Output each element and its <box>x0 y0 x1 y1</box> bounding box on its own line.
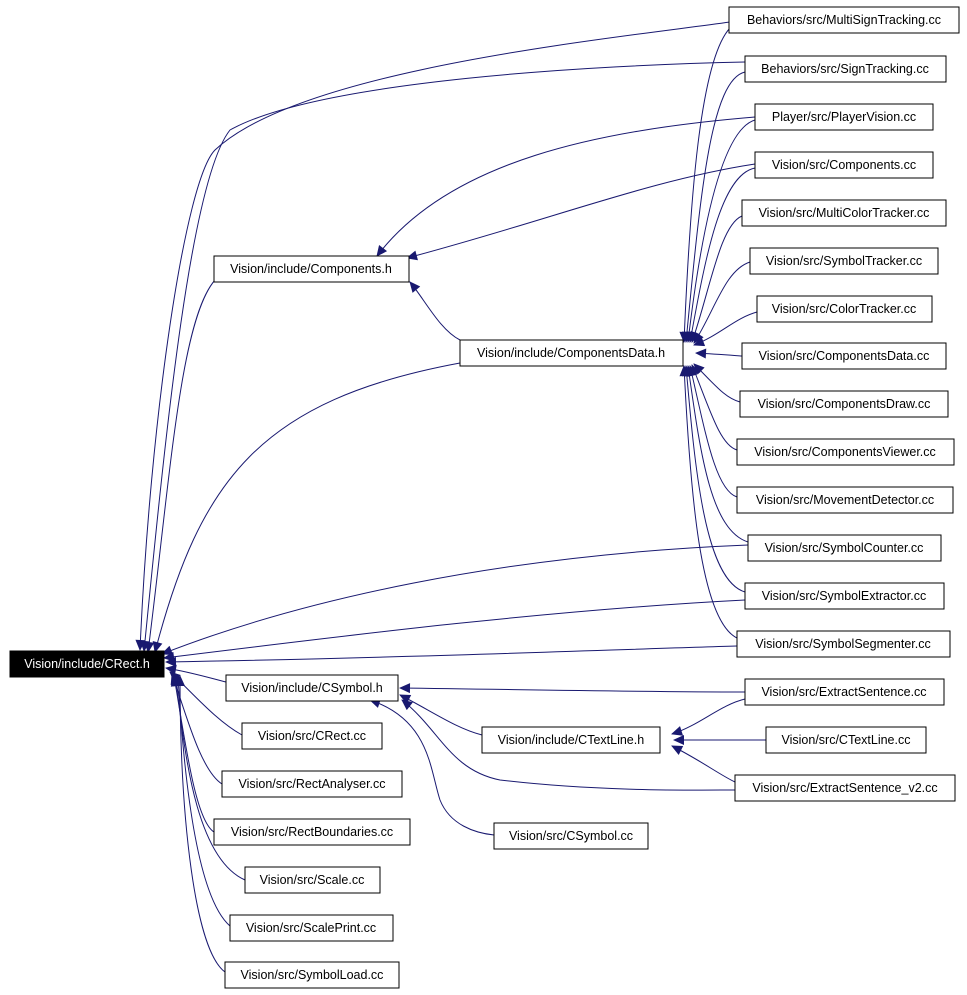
edge-multisigntracking-to-componentsdata-h <box>679 27 731 343</box>
node-componentsviewer[interactable]: Vision/src/ComponentsViewer.cc <box>736 438 955 466</box>
svg-text:Player/src/PlayerVision.cc: Player/src/PlayerVision.cc <box>772 110 916 124</box>
edge-csymbol-cc-to-csymbol-h <box>369 698 495 836</box>
node-scaleprint[interactable]: Vision/src/ScalePrint.cc <box>229 914 394 942</box>
svg-text:Vision/src/ComponentsDraw.cc: Vision/src/ComponentsDraw.cc <box>758 397 931 411</box>
edge-componentsdata-cc-to-componentsdata-h <box>695 348 743 359</box>
nodes: Behaviors/src/MultiSignTracking.cc Behav… <box>9 6 960 989</box>
node-multicolortracker[interactable]: Vision/src/MultiColorTracker.cc <box>741 199 947 227</box>
svg-text:Vision/include/CTextLine.h: Vision/include/CTextLine.h <box>498 733 644 747</box>
edge-symbolextractor-to-crect <box>163 599 746 662</box>
edge-colortracker-to-componentsdata-h <box>693 311 758 347</box>
edge-signtracking-to-componentsdata-h <box>682 71 746 343</box>
node-csymbol-h[interactable]: Vision/include/CSymbol.h <box>225 674 399 702</box>
node-multisigntracking[interactable]: Behaviors/src/MultiSignTracking.cc <box>728 6 960 34</box>
edge-symbolcounter-to-crect <box>161 544 749 656</box>
edge-extractsentence-v2-to-csymbol-h <box>401 699 736 791</box>
node-componentsdata-h[interactable]: Vision/include/ComponentsData.h <box>459 339 684 367</box>
edge-componentsdata-h-to-crect <box>152 362 461 653</box>
node-symbolload[interactable]: Vision/src/SymbolLoad.cc <box>224 961 400 989</box>
edge-rectboundaries-to-crect <box>170 675 215 833</box>
svg-text:Behaviors/src/SignTracking.cc: Behaviors/src/SignTracking.cc <box>761 62 929 76</box>
edge-playervision-to-components-h <box>376 116 756 257</box>
node-scale[interactable]: Vision/src/Scale.cc <box>244 866 381 894</box>
edge-componentsdraw-to-componentsdata-h <box>693 363 741 403</box>
edge-components-h-to-crect <box>144 279 216 653</box>
svg-text:Vision/include/CRect.h: Vision/include/CRect.h <box>24 657 150 671</box>
node-symbolcounter[interactable]: Vision/src/SymbolCounter.cc <box>747 534 942 562</box>
svg-text:Vision/include/Components.h: Vision/include/Components.h <box>230 262 392 276</box>
edge-multisigntracking-to-crect <box>135 21 731 651</box>
node-playervision[interactable]: Player/src/PlayerVision.cc <box>754 103 934 131</box>
svg-text:Vision/src/SymbolExtractor.cc: Vision/src/SymbolExtractor.cc <box>762 589 926 603</box>
edge-symbolload-to-crect <box>175 675 226 973</box>
node-rectboundaries[interactable]: Vision/src/RectBoundaries.cc <box>213 818 411 846</box>
node-symbolsegmenter[interactable]: Vision/src/SymbolSegmenter.cc <box>736 630 951 658</box>
edge-symbolextractor-to-componentsdata-h <box>681 365 746 593</box>
svg-text:Vision/src/SymbolCounter.cc: Vision/src/SymbolCounter.cc <box>765 541 924 555</box>
node-colortracker[interactable]: Vision/src/ColorTracker.cc <box>756 295 933 323</box>
edge-components-cc-to-components-h <box>406 163 756 261</box>
svg-text:Vision/src/ExtractSentence.cc: Vision/src/ExtractSentence.cc <box>761 685 926 699</box>
svg-text:Vision/src/CSymbol.cc: Vision/src/CSymbol.cc <box>509 829 633 843</box>
svg-text:Vision/src/RectBoundaries.cc: Vision/src/RectBoundaries.cc <box>231 825 393 839</box>
svg-text:Vision/src/SymbolSegmenter.cc: Vision/src/SymbolSegmenter.cc <box>755 637 931 651</box>
svg-text:Vision/src/Scale.cc: Vision/src/Scale.cc <box>260 873 365 887</box>
edge-symbolsegmenter-to-componentsdata-h <box>679 365 738 639</box>
edge-csymbol-h-to-crect <box>165 664 227 683</box>
edge-multicolortracker-to-componentsdata-h <box>690 215 743 343</box>
svg-text:Vision/src/Components.cc: Vision/src/Components.cc <box>772 158 916 172</box>
node-components-h[interactable]: Vision/include/Components.h <box>213 255 410 283</box>
edge-rectanalyser-to-crect <box>170 673 223 785</box>
node-extractsentence[interactable]: Vision/src/ExtractSentence.cc <box>744 678 945 706</box>
edge-extractsentence-to-csymbol-h <box>399 683 746 694</box>
svg-text:Vision/include/ComponentsData.: Vision/include/ComponentsData.h <box>477 346 665 360</box>
edge-components-cc-to-componentsdata-h <box>686 167 756 343</box>
edge-extractsentence-v2-to-ctextline-h <box>671 745 736 783</box>
svg-text:Vision/src/RectAnalyser.cc: Vision/src/RectAnalyser.cc <box>238 777 385 791</box>
node-extractsentence-v2[interactable]: Vision/src/ExtractSentence_v2.cc <box>734 774 956 802</box>
edge-componentsviewer-to-componentsdata-h <box>691 364 738 451</box>
svg-text:Vision/src/ColorTracker.cc: Vision/src/ColorTracker.cc <box>772 302 916 316</box>
svg-text:Vision/src/ComponentsViewer.cc: Vision/src/ComponentsViewer.cc <box>754 445 936 459</box>
node-movementdetector[interactable]: Vision/src/MovementDetector.cc <box>736 486 954 514</box>
node-crect-cc[interactable]: Vision/src/CRect.cc <box>241 722 383 750</box>
edge-componentsdata-h-to-components-h <box>409 281 461 341</box>
svg-text:Vision/src/CRect.cc: Vision/src/CRect.cc <box>258 729 366 743</box>
svg-text:Vision/src/MovementDetector.cc: Vision/src/MovementDetector.cc <box>756 493 934 507</box>
edge-playervision-to-componentsdata-h <box>684 119 756 343</box>
node-crect-h[interactable]: Vision/include/CRect.h <box>9 650 165 678</box>
edge-ctextline-h-to-csymbol-h <box>399 694 483 736</box>
node-ctextline-cc[interactable]: Vision/src/CTextLine.cc <box>765 726 927 754</box>
edge-symboltracker-to-componentsdata-h <box>693 261 751 344</box>
node-componentsdata-cc[interactable]: Vision/src/ComponentsData.cc <box>741 342 947 370</box>
node-components-cc[interactable]: Vision/src/Components.cc <box>754 151 934 179</box>
node-rectanalyser[interactable]: Vision/src/RectAnalyser.cc <box>221 770 403 798</box>
svg-text:Vision/src/CTextLine.cc: Vision/src/CTextLine.cc <box>782 733 911 747</box>
edges <box>135 21 766 973</box>
svg-text:Vision/src/ComponentsData.cc: Vision/src/ComponentsData.cc <box>759 349 930 363</box>
node-ctextline-h[interactable]: Vision/include/CTextLine.h <box>481 726 661 754</box>
node-csymbol-cc[interactable]: Vision/src/CSymbol.cc <box>493 822 649 850</box>
edge-symbolsegmenter-to-crect <box>165 645 738 667</box>
edge-symbolcounter-to-componentsdata-h <box>684 365 749 543</box>
edge-signtracking-to-crect <box>140 61 746 652</box>
edge-extractsentence-to-ctextline-h <box>671 698 746 736</box>
node-signtracking[interactable]: Behaviors/src/SignTracking.cc <box>744 55 947 83</box>
svg-text:Behaviors/src/MultiSignTrackin: Behaviors/src/MultiSignTracking.cc <box>747 13 941 27</box>
edge-movementdetector-to-componentsdata-h <box>687 365 738 498</box>
edge-scale-to-crect <box>171 675 246 881</box>
node-symboltracker[interactable]: Vision/src/SymbolTracker.cc <box>749 247 939 275</box>
svg-text:Vision/src/ScalePrint.cc: Vision/src/ScalePrint.cc <box>246 921 376 935</box>
svg-text:Vision/include/CSymbol.h: Vision/include/CSymbol.h <box>241 681 383 695</box>
edge-scaleprint-to-crect <box>173 675 231 927</box>
svg-text:Vision/src/MultiColorTracker.c: Vision/src/MultiColorTracker.cc <box>759 206 930 220</box>
node-symbolextractor[interactable]: Vision/src/SymbolExtractor.cc <box>744 582 945 610</box>
node-componentsdraw[interactable]: Vision/src/ComponentsDraw.cc <box>739 390 949 418</box>
svg-text:Vision/src/ExtractSentence_v2.: Vision/src/ExtractSentence_v2.cc <box>752 781 937 795</box>
svg-text:Vision/src/SymbolLoad.cc: Vision/src/SymbolLoad.cc <box>241 968 384 982</box>
svg-text:Vision/src/SymbolTracker.cc: Vision/src/SymbolTracker.cc <box>766 254 922 268</box>
